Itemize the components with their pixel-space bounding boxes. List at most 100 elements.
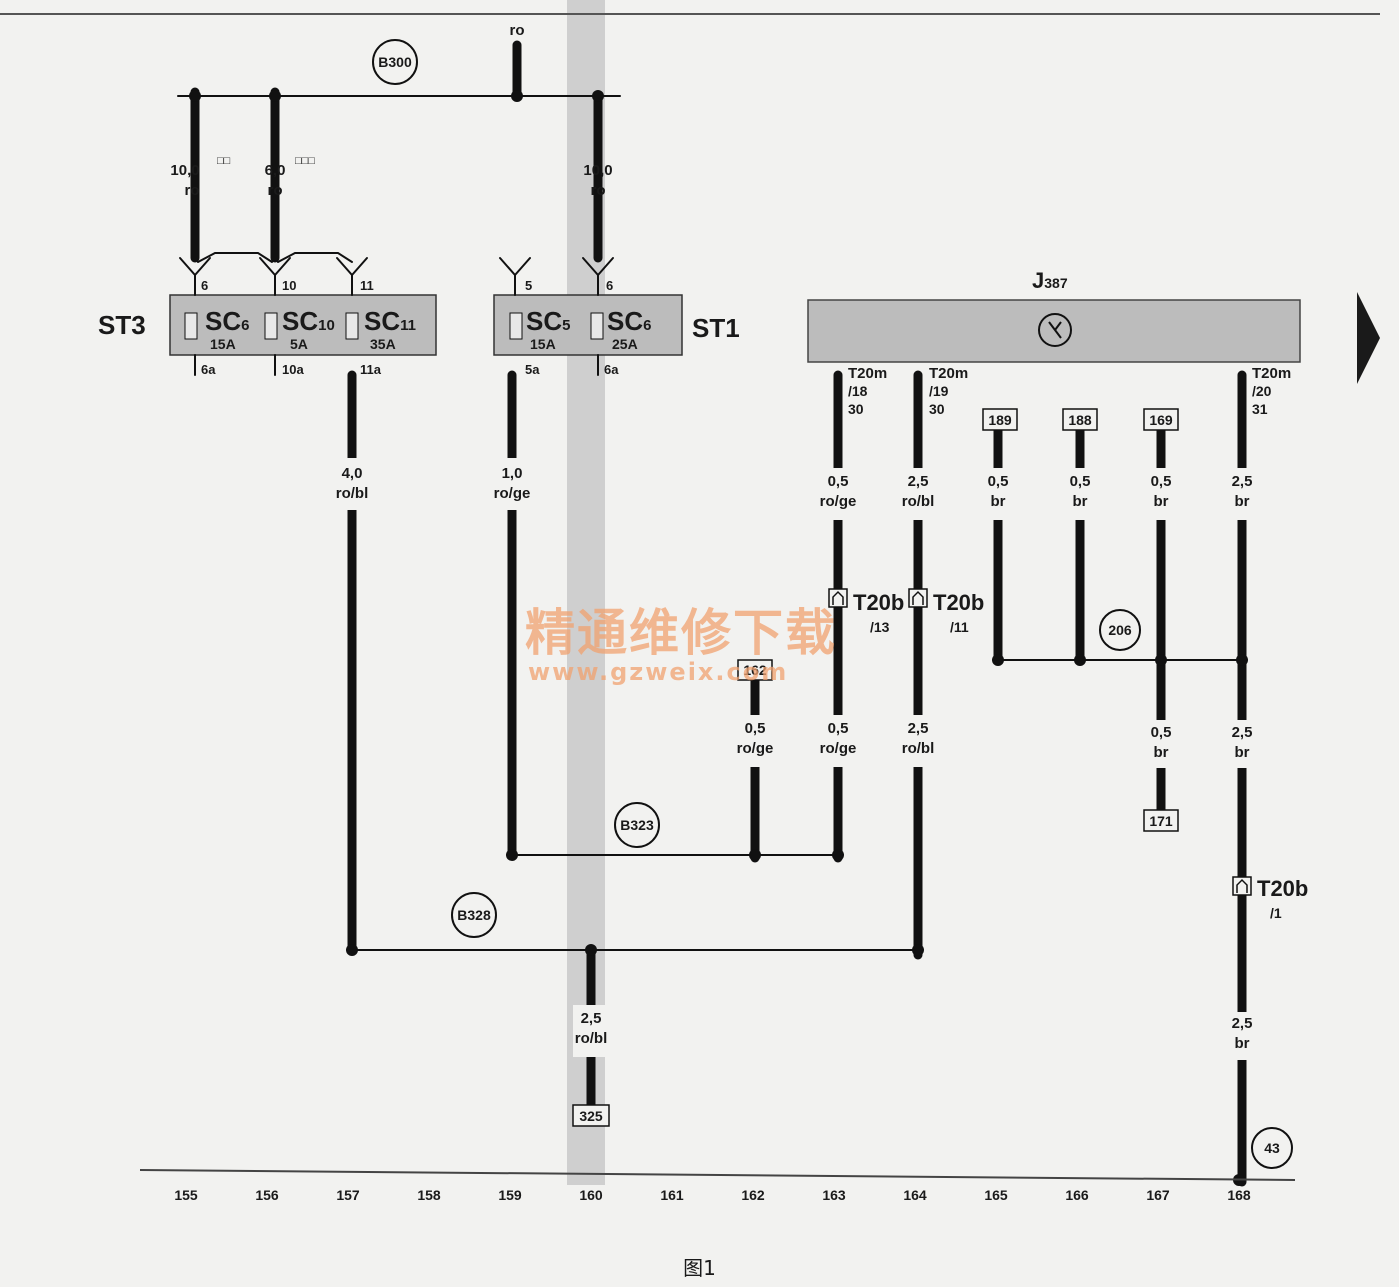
fuse-pin-out: 6a bbox=[604, 362, 619, 377]
fuse-pin-out: 11a bbox=[360, 362, 382, 377]
grid-number: 166 bbox=[1065, 1187, 1089, 1203]
wire-size: 4,0 bbox=[342, 465, 363, 482]
fuse-pin-in: 11 bbox=[360, 278, 374, 293]
grid-number: 158 bbox=[417, 1187, 441, 1203]
fuse-rating: 35A bbox=[370, 336, 396, 352]
connector-terminal: 30 bbox=[929, 401, 945, 417]
wire-color: br bbox=[1235, 493, 1250, 510]
fuse-pin-in: 10 bbox=[282, 278, 296, 293]
wire-size: 2,5 bbox=[1232, 1015, 1253, 1032]
fuse-rating: 15A bbox=[530, 336, 556, 352]
wire-color: br bbox=[1073, 493, 1088, 510]
supply-bus bbox=[177, 40, 621, 277]
wire-color: ro bbox=[268, 182, 283, 199]
grid-number: 162 bbox=[741, 1187, 765, 1203]
connector-id: T20b bbox=[1257, 876, 1308, 901]
wire-size: 0,5 bbox=[828, 720, 849, 737]
wire-size: 2,5 bbox=[1232, 473, 1253, 490]
connectors-t20b: T20b /13 T20b /11 T20b /1 bbox=[828, 588, 1308, 921]
wire-color: ro/bl bbox=[902, 493, 935, 510]
wire-size: 0,5 bbox=[828, 473, 849, 490]
reference-169: 169 bbox=[1149, 412, 1173, 428]
connector-pin: /18 bbox=[848, 383, 868, 399]
connector-id: T20m bbox=[848, 365, 887, 382]
grid-number: 164 bbox=[903, 1187, 927, 1203]
wire-size: 10,0 bbox=[583, 162, 612, 179]
connectors-t20m: T20m /18 30 T20m /19 30 T20m /20 31 bbox=[848, 365, 1291, 417]
fuse-pin-in: 6 bbox=[201, 278, 208, 293]
wire-color: ro/ge bbox=[820, 493, 857, 510]
connector-pin: /11 bbox=[950, 619, 969, 635]
wire-color: ro/bl bbox=[575, 1030, 608, 1047]
watermark-title: 精通维修下载 bbox=[525, 604, 837, 662]
wire-size: 6,0 bbox=[265, 162, 286, 179]
fuse-holder-st3: ST3 SC6 15A SC10 5A SC11 35A 6 10 11 6a … bbox=[98, 274, 437, 377]
connector-id: T20m bbox=[1252, 365, 1291, 382]
fuse-name: SC10 bbox=[282, 306, 335, 336]
wire-size: 0,5 bbox=[745, 720, 766, 737]
wire-color: ro/ge bbox=[737, 740, 774, 757]
b300-label: B300 bbox=[378, 54, 412, 70]
label-gaps bbox=[335, 458, 1260, 1060]
wire-labels-middle: 4,0 ro/bl 1,0 ro/ge 0,5 ro/ge 2,5 ro/bl … bbox=[336, 465, 1253, 1052]
point-206-label: 206 bbox=[1108, 622, 1132, 638]
wire-color: br bbox=[1154, 493, 1169, 510]
fuse-pin-out: 10a bbox=[282, 362, 304, 377]
connection-point-b300: B300 bbox=[372, 39, 418, 85]
b328-label: B328 bbox=[457, 907, 491, 923]
wire-mark: □□ bbox=[217, 155, 231, 167]
connector-id: T20b bbox=[853, 590, 904, 615]
wire-color: br bbox=[1235, 744, 1250, 761]
fuse-pin-in: 5 bbox=[525, 278, 532, 293]
grid-number: 160 bbox=[579, 1187, 603, 1203]
wire-size: 2,5 bbox=[1232, 724, 1253, 741]
wire-color: br bbox=[991, 493, 1006, 510]
fuse-name: SC6 bbox=[607, 306, 651, 336]
connector-pin: /1 bbox=[1270, 905, 1282, 921]
connector-terminal: 30 bbox=[848, 401, 864, 417]
reference-189: 189 bbox=[988, 412, 1012, 428]
fuse-pin-in: 6 bbox=[606, 278, 613, 293]
connector-pin: /19 bbox=[929, 383, 949, 399]
wire-color: ro/bl bbox=[902, 740, 935, 757]
wire-color: ro/bl bbox=[336, 485, 369, 502]
wire-size: 0,5 bbox=[988, 473, 1009, 490]
point-43-label: 43 bbox=[1264, 1140, 1280, 1156]
wire-color: br bbox=[1235, 1035, 1250, 1052]
fuse-name: SC11 bbox=[364, 306, 416, 336]
wire-size: 0,5 bbox=[1070, 473, 1091, 490]
wire-size: 2,5 bbox=[581, 1010, 602, 1027]
component-label: J387 bbox=[1032, 268, 1068, 293]
connector-terminal: 31 bbox=[1252, 401, 1268, 417]
wire-size: 2,5 bbox=[908, 473, 929, 490]
st1-label: ST1 bbox=[692, 313, 740, 343]
wire-size: 0,5 bbox=[1151, 473, 1172, 490]
connector-pin: /13 bbox=[870, 619, 890, 635]
continuation-arrow-icon bbox=[1357, 292, 1380, 384]
fuse-name: SC5 bbox=[526, 306, 570, 336]
grid-number: 159 bbox=[498, 1187, 522, 1203]
wire-mark: □□□ bbox=[295, 155, 315, 167]
wire-color: ro/ge bbox=[494, 485, 531, 502]
wire-color: ro bbox=[510, 22, 525, 39]
st3-label: ST3 bbox=[98, 310, 146, 340]
reference-162: 162 bbox=[743, 662, 767, 678]
figure-caption: 图1 bbox=[683, 1256, 716, 1280]
ground-line bbox=[139, 1169, 1296, 1181]
grid-number: 156 bbox=[255, 1187, 279, 1203]
fuse-pin-out: 6a bbox=[201, 362, 216, 377]
fuse-name: SC6 bbox=[205, 306, 249, 336]
reference-188: 188 bbox=[1068, 412, 1092, 428]
reference-325: 325 bbox=[579, 1108, 603, 1124]
b323-label: B323 bbox=[620, 817, 654, 833]
connection-circles: B323 B328 206 43 bbox=[451, 609, 1293, 1169]
grid-number: 157 bbox=[336, 1187, 360, 1203]
grid-number: 167 bbox=[1146, 1187, 1170, 1203]
control-unit-j387: J387 bbox=[807, 268, 1380, 384]
connector-id: T20b bbox=[933, 590, 984, 615]
connector-id: T20m bbox=[929, 365, 968, 382]
grid-number: 163 bbox=[822, 1187, 846, 1203]
grid-number: 155 bbox=[174, 1187, 198, 1203]
grid-number: 165 bbox=[984, 1187, 1008, 1203]
